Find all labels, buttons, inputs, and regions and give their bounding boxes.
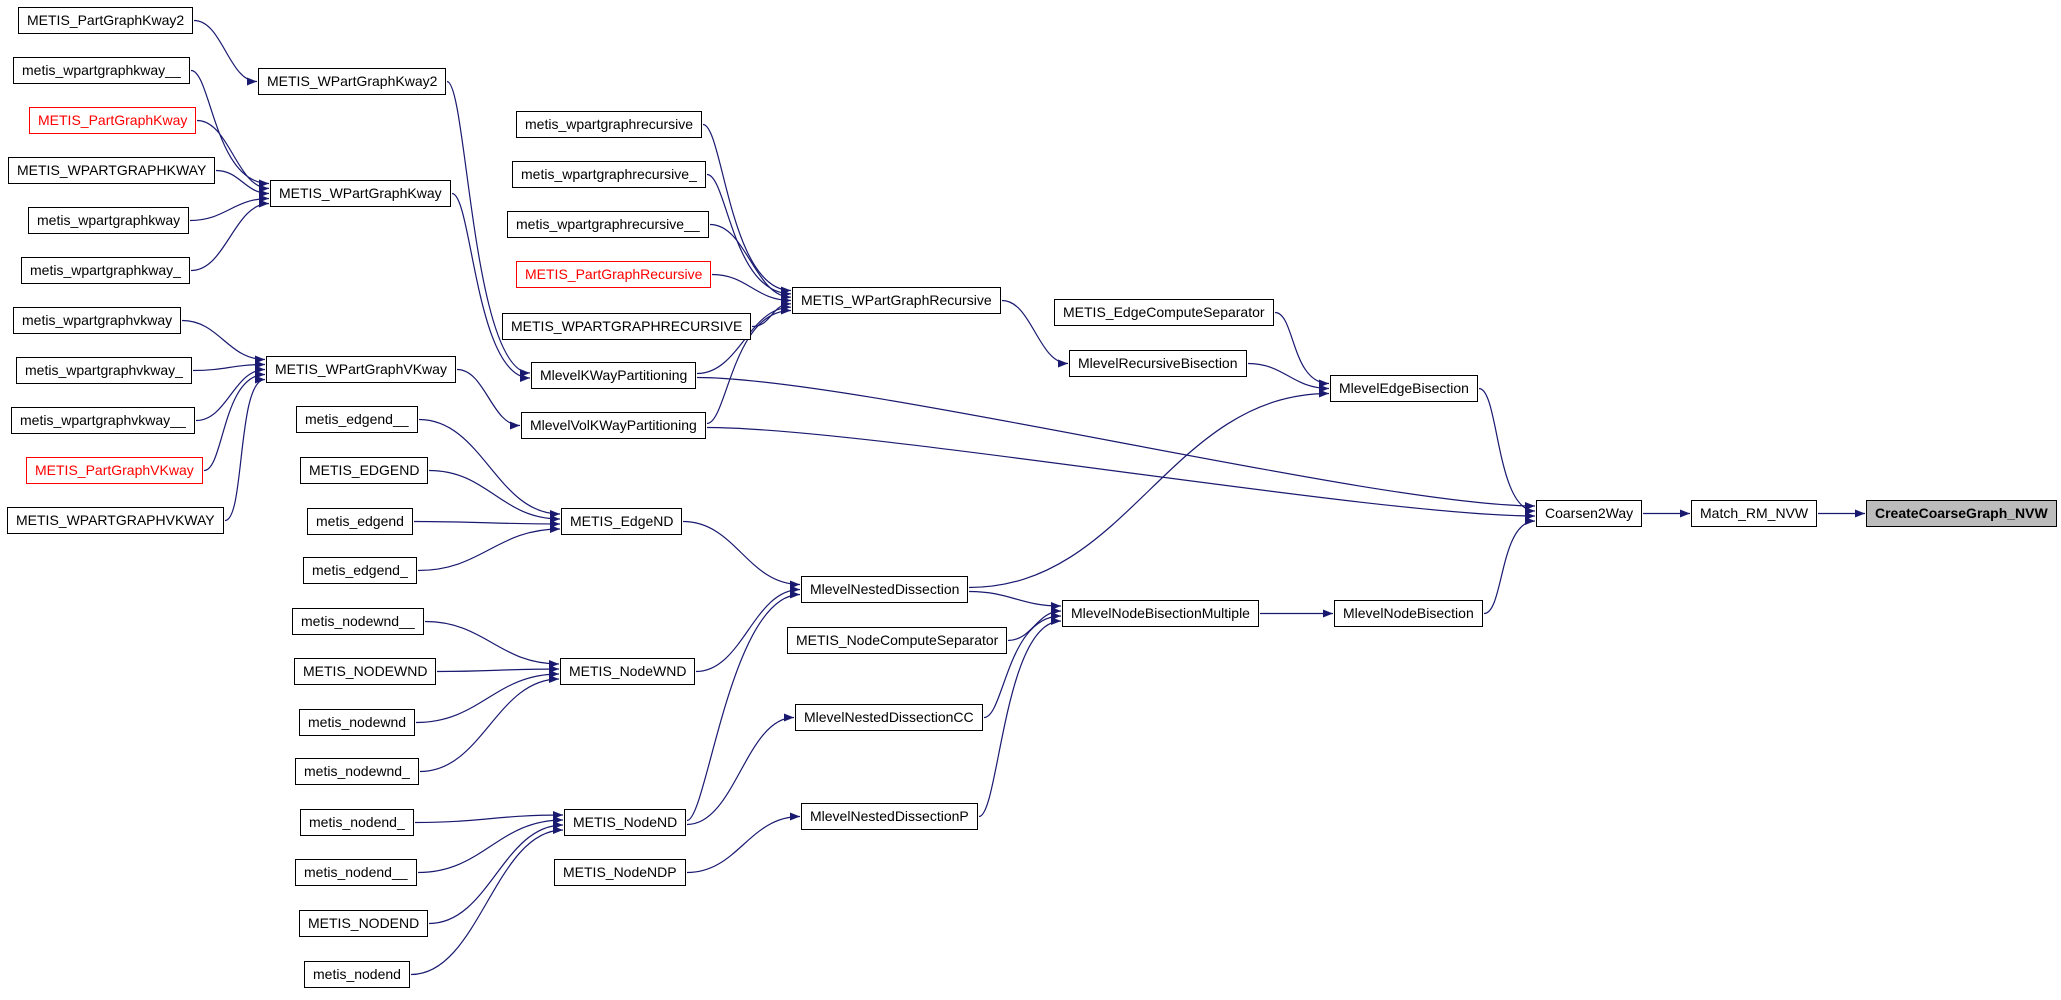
node-metis_edgend[interactable]: metis_edgend [307, 508, 413, 535]
node-metis_wpartgraphvkway_[interactable]: metis_wpartgraphvkway_ [16, 357, 192, 384]
node-METIS_EdgeComputeSeparator[interactable]: METIS_EdgeComputeSeparator [1054, 299, 1274, 326]
edge-d7-h1 [706, 426, 1536, 520]
node-metis_nodend__[interactable]: metis_nodend__ [295, 859, 417, 886]
edge-a8-b3 [192, 360, 266, 372]
node-METIS_WPARTGRAPHKWAY[interactable]: METIS_WPARTGRAPHKWAY [8, 157, 216, 184]
node-MlevelNestedDissection[interactable]: MlevelNestedDissection [801, 576, 969, 603]
edge-c1-d8 [418, 418, 561, 518]
edge-d4-e1 [711, 273, 792, 305]
edge-c12-d10 [410, 826, 564, 976]
edge-d2-e1 [706, 173, 792, 298]
edge-a5-b2 [189, 194, 270, 222]
node-METIS_NODEND[interactable]: METIS_NODEND [299, 910, 429, 937]
node-metis_wpartgraphvkway[interactable]: metis_wpartgraphvkway [13, 307, 182, 334]
edge-d10-e2 [686, 590, 801, 822]
node-METIS_NodeComputeSeparator[interactable]: METIS_NodeComputeSeparator [787, 627, 1008, 654]
edge-e1-f2 [1001, 299, 1069, 368]
node-METIS_NodeWND[interactable]: METIS_NodeWND [560, 658, 696, 685]
node-METIS_WPartGraphKway[interactable]: METIS_WPartGraphKway [270, 180, 451, 207]
node-metis_wpartgraphrecursive[interactable]: metis_wpartgraphrecursive [516, 111, 703, 138]
node-METIS_WPartGraphRecursive[interactable]: METIS_WPartGraphRecursive [792, 287, 1001, 314]
edge-d3-e1 [709, 223, 792, 302]
node-MlevelKWayPartitioning[interactable]: MlevelKWayPartitioning [531, 362, 697, 389]
node-metis_wpartgraphrecursive__[interactable]: metis_wpartgraphrecursive__ [507, 211, 709, 238]
edge-a6-b2 [190, 199, 270, 272]
edge-g2-h1 [1483, 517, 1536, 615]
edge-d8-e2 [682, 520, 801, 589]
edge-c11-d10 [428, 821, 564, 925]
node-METIS_WPartGraphVKway[interactable]: METIS_WPartGraphVKway [266, 356, 456, 383]
node-metis_nodewnd__[interactable]: metis_nodewnd__ [292, 608, 424, 635]
node-metis_wpartgraphkway__[interactable]: metis_wpartgraphkway__ [13, 57, 190, 84]
edge-a3-b2 [196, 119, 270, 193]
edge-d10-e4 [686, 713, 795, 826]
edge-c6-d9 [436, 665, 560, 674]
node-METIS_WPARTGRAPHRECURSIVE[interactable]: METIS_WPARTGRAPHRECURSIVE [502, 313, 752, 340]
node-MlevelVolKWayPartitioning[interactable]: MlevelVolKWayPartitioning [521, 412, 706, 439]
edge-c5-d9 [424, 620, 560, 668]
node-METIS_PartGraphKway[interactable]: METIS_PartGraphKway [29, 107, 197, 134]
edge-d7-e1 [706, 306, 792, 425]
edge-a4-b2 [215, 169, 270, 198]
edge-e4-f3 [983, 612, 1062, 719]
node-metis_wpartgraphvkway__[interactable]: metis_wpartgraphvkway__ [11, 407, 195, 434]
node-MlevelNestedDissectionP[interactable]: MlevelNestedDissectionP [801, 803, 978, 830]
node-METIS_NODEWND[interactable]: METIS_NODEWND [294, 658, 437, 685]
edge-e2-f3 [968, 590, 1062, 610]
edge-d6-h1 [696, 376, 1536, 510]
node-METIS_NodeNDP[interactable]: METIS_NodeNDP [554, 859, 686, 886]
edge-c7-d9 [415, 670, 560, 724]
edge-a11-b3 [224, 375, 266, 522]
edge-g1-h1 [1478, 387, 1536, 515]
edge-c8-d9 [419, 675, 560, 773]
edge-a7-b3 [181, 319, 266, 364]
node-metis_nodend_[interactable]: metis_nodend_ [300, 809, 414, 836]
node-MlevelNodeBisection[interactable]: MlevelNodeBisection [1334, 600, 1483, 627]
edge-f1-g1 [1274, 311, 1330, 388]
edge-b2-d6 [451, 192, 531, 382]
node-Coarsen2Way[interactable]: Coarsen2Way [1536, 500, 1643, 527]
node-metis_nodewnd_[interactable]: metis_nodewnd_ [295, 758, 419, 785]
node-METIS_NodeND[interactable]: METIS_NodeND [564, 809, 687, 836]
edge-d6-e1 [696, 303, 792, 375]
node-MlevelEdgeBisection[interactable]: MlevelEdgeBisection [1330, 375, 1478, 402]
node-MlevelNodeBisectionMultiple[interactable]: MlevelNodeBisectionMultiple [1062, 600, 1259, 627]
edge-c4-d8 [417, 525, 561, 572]
node-METIS_WPARTGRAPHVKWAY[interactable]: METIS_WPARTGRAPHVKWAY [7, 507, 224, 534]
node-metis_wpartgraphkway_[interactable]: metis_wpartgraphkway_ [21, 257, 190, 284]
node-METIS_WPartGraphKway2[interactable]: METIS_WPartGraphKway2 [258, 68, 447, 95]
node-metis_edgend_[interactable]: metis_edgend_ [303, 557, 417, 584]
node-metis_nodewnd[interactable]: metis_nodewnd [299, 709, 416, 736]
node-METIS_PartGraphKway2[interactable]: METIS_PartGraphKway2 [18, 7, 194, 34]
edge-c10-d10 [417, 816, 564, 874]
edge-c2-d8 [428, 469, 561, 523]
node-MlevelNestedDissectionCC[interactable]: MlevelNestedDissectionCC [795, 704, 983, 731]
node-Match_RM_NVW[interactable]: Match_RM_NVW [1691, 500, 1818, 527]
node-metis_wpartgraphrecursive_[interactable]: metis_wpartgraphrecursive_ [512, 161, 706, 188]
node-metis_wpartgraphkway[interactable]: metis_wpartgraphkway [28, 207, 190, 234]
edge-e2-g1 [968, 389, 1330, 589]
edge-a10-b3 [203, 370, 266, 472]
node-metis_nodend[interactable]: metis_nodend [304, 961, 410, 988]
edge-d9-e2 [695, 585, 801, 673]
edge-b1-d6 [446, 80, 531, 377]
edge-a1-b1 [193, 19, 258, 86]
edge-f2-g1 [1247, 362, 1330, 393]
edge-c9-d10 [414, 811, 564, 824]
node-METIS_PartGraphRecursive[interactable]: METIS_PartGraphRecursive [516, 261, 712, 288]
node-metis_edgend__[interactable]: metis_edgend__ [296, 406, 418, 433]
edge-d11-e5 [686, 812, 801, 874]
edge-a2-b2 [190, 69, 270, 188]
node-METIS_EDGEND[interactable]: METIS_EDGEND [300, 457, 429, 484]
edge-e5-f3 [978, 617, 1062, 818]
edge-d1-e1 [702, 123, 792, 295]
node-METIS_EdgeND[interactable]: METIS_EdgeND [561, 508, 683, 535]
edge-c3-d8 [413, 519, 561, 528]
node-MlevelRecursiveBisection[interactable]: MlevelRecursiveBisection [1069, 350, 1247, 377]
node-CreateCoarseGraph_NVW[interactable]: CreateCoarseGraph_NVW [1866, 500, 2057, 527]
edge-b3-d7 [456, 368, 521, 430]
node-METIS_PartGraphVKway[interactable]: METIS_PartGraphVKway [26, 457, 203, 484]
